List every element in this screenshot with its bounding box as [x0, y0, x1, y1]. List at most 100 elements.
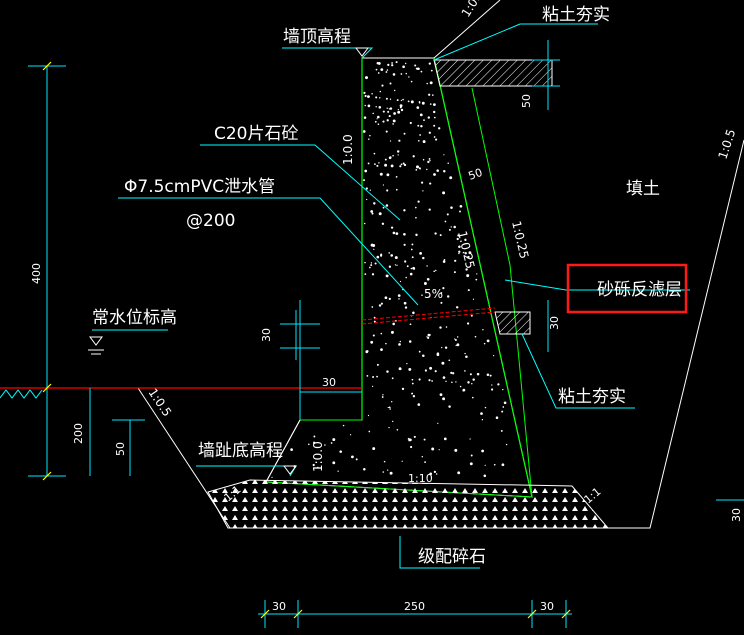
filter-outer-line	[471, 87, 511, 266]
aggregate-dot	[436, 352, 440, 355]
dim-height-total: 400	[30, 263, 43, 284]
aggregate-dot	[450, 206, 453, 209]
aggregate-dot	[427, 160, 430, 164]
aggregate-dot	[453, 271, 456, 274]
aggregate-dot	[442, 191, 446, 195]
sand-gravel-filter-label: 砂砾反滤层	[597, 280, 682, 300]
aggregate-dot	[390, 226, 394, 229]
aggregate-dot	[377, 123, 380, 125]
aggregate-dot	[365, 187, 368, 190]
aggregate-dot	[422, 354, 425, 357]
aggregate-dot	[364, 273, 367, 276]
aggregate-dot	[379, 254, 383, 257]
aggregate-dot	[373, 316, 376, 319]
aggregate-dot	[382, 206, 385, 209]
aggregate-dot	[400, 163, 403, 166]
aggregate-dot	[370, 210, 374, 213]
aggregate-dot	[400, 99, 403, 102]
aggregate-dot	[376, 118, 378, 120]
aggregate-dot	[395, 232, 399, 235]
aggregate-dot	[433, 116, 436, 119]
aggregate-dot	[458, 245, 461, 248]
aggregate-dot	[412, 395, 416, 398]
aggregate-dot	[505, 443, 508, 446]
aggregate-dot	[427, 333, 431, 337]
aggregate-dot	[422, 190, 424, 192]
aggregate-dot	[387, 406, 389, 409]
aggregate-dot	[411, 256, 414, 259]
aggregate-dot	[431, 94, 434, 96]
aggregate-dot	[399, 104, 403, 108]
aggregate-dot	[426, 336, 428, 338]
aggregate-dot	[471, 396, 474, 399]
aggregate-dot	[395, 176, 398, 178]
aggregate-dot	[475, 278, 478, 281]
aggregate-dot	[398, 343, 401, 346]
aggregate-dot	[454, 338, 456, 340]
aggregate-dot	[403, 163, 407, 167]
aggregate-dot	[355, 458, 358, 461]
aggregate-dot	[368, 138, 370, 140]
aggregate-dot	[398, 298, 400, 300]
dim-bottom-left: 30	[272, 600, 286, 613]
aggregate-dot	[389, 98, 392, 100]
aggregate-dot	[438, 127, 441, 130]
aggregate-dot	[469, 462, 473, 466]
aggregate-dot	[433, 103, 436, 106]
back-face-line	[433, 57, 533, 498]
aggregate-dot	[454, 448, 458, 452]
aggregate-dot	[397, 108, 399, 111]
aggregate-dot	[415, 233, 418, 237]
aggregate-dot	[417, 403, 421, 406]
wall-top-elevation-label: 墙顶高程	[283, 27, 351, 47]
aggregate-dot	[387, 469, 389, 471]
aggregate-dot	[380, 348, 383, 351]
aggregate-dot	[363, 467, 366, 471]
aggregate-dot	[484, 464, 486, 466]
aggregate-dot	[386, 370, 389, 373]
aggregate-dot	[375, 106, 377, 108]
aggregate-dot	[419, 113, 423, 117]
aggregate-dot	[439, 234, 442, 237]
aggregate-dot	[428, 131, 431, 134]
aggregate-dot	[482, 329, 484, 331]
aggregate-dot	[408, 340, 412, 343]
dim-right-edge: 30	[730, 508, 743, 522]
aggregate-dot	[391, 62, 393, 64]
aggregate-dot	[495, 416, 499, 419]
aggregate-dot	[372, 334, 375, 337]
aggregate-dot	[369, 189, 371, 191]
aggregate-dot	[313, 435, 316, 438]
aggregate-dot	[466, 322, 470, 325]
aggregate-dot	[374, 163, 376, 165]
base-slope-label: 1:10	[408, 472, 433, 485]
aggregate-dot	[437, 422, 439, 425]
concrete-aggregate-dots	[271, 61, 508, 479]
aggregate-dot	[387, 63, 390, 67]
aggregate-dot	[389, 82, 392, 85]
aggregate-dot	[405, 276, 407, 279]
aggregate-dot	[375, 68, 378, 71]
aggregate-dot	[371, 306, 374, 308]
aggregate-dot	[409, 438, 412, 442]
aggregate-dot	[385, 71, 388, 73]
aggregate-dot	[493, 355, 495, 357]
aggregate-dot	[420, 70, 423, 73]
aggregate-dot	[367, 104, 371, 108]
aggregate-dot	[380, 332, 383, 335]
aggregate-dot	[372, 376, 375, 378]
aggregate-dot	[430, 69, 433, 72]
aggregate-dot	[428, 379, 431, 382]
aggregate-dot	[428, 93, 431, 96]
aggregate-dot	[443, 154, 445, 156]
aggregate-dot	[410, 445, 413, 449]
aggregate-dot	[384, 163, 388, 167]
aggregate-dot	[366, 374, 369, 377]
aggregate-dot	[404, 260, 407, 263]
aggregate-dot	[500, 429, 503, 432]
aggregate-dot	[458, 250, 461, 253]
aggregate-dot	[459, 210, 461, 213]
aggregate-dot	[451, 381, 453, 384]
